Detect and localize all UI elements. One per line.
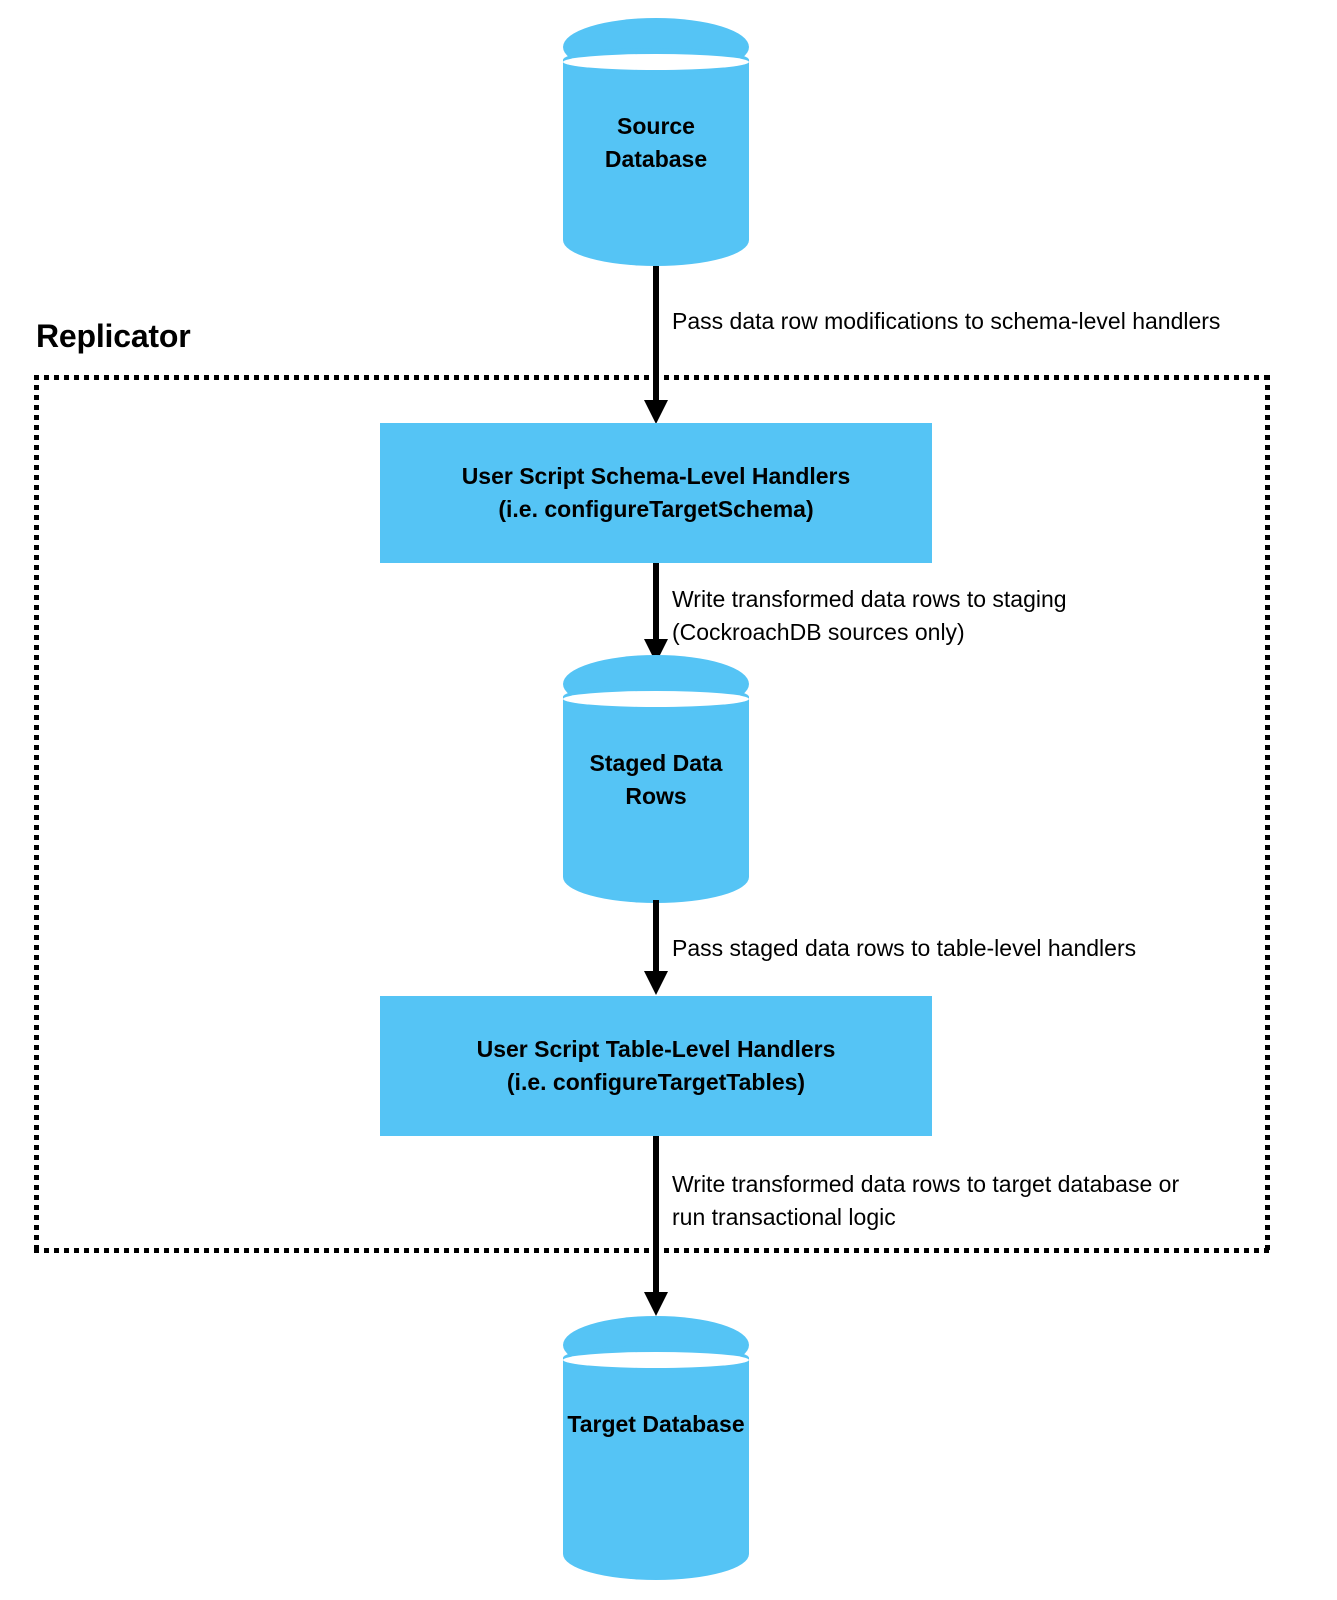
- cylinder-body: [563, 60, 749, 266]
- node-target-database-label: Target Database: [567, 1411, 745, 1437]
- replicator-container-label: Replicator: [36, 318, 191, 354]
- node-staged-data-rows-label: Staged Data Rows: [589, 750, 723, 809]
- node-target-database: Target Database: [563, 1316, 749, 1580]
- node-table-level-handlers: User Script Table-Level Handlers (i.e. c…: [380, 996, 932, 1136]
- edge-label-source-to-schema-handlers: Pass data row modifications to schema-le…: [672, 308, 1221, 334]
- arrow-shaft: [653, 900, 659, 977]
- node-source-database-label: Source Database: [604, 113, 708, 172]
- cylinder-body: [563, 697, 749, 903]
- cylinder-gap: [563, 54, 749, 70]
- edge-label-table-handlers-to-target-database: Write transformed data rows to target da…: [672, 1171, 1180, 1230]
- arrow-schema-handlers-to-staged-rows: [641, 563, 671, 663]
- cylinder-gap: [563, 1352, 749, 1368]
- boundary-edge-left: [34, 375, 39, 1253]
- arrow-shaft: [653, 563, 659, 645]
- node-staged-data-rows: Staged Data Rows: [563, 655, 749, 903]
- arrow-shaft: [653, 1136, 659, 1298]
- arrow-shaft: [653, 266, 659, 406]
- arrow-staged-rows-to-table-handlers: [641, 900, 671, 995]
- boundary-edge-right: [1265, 375, 1270, 1253]
- node-source-database: Source Database: [563, 18, 749, 266]
- node-schema-level-handlers: User Script Schema-Level Handlers (i.e. …: [380, 423, 932, 563]
- arrow-head: [644, 971, 668, 995]
- cylinder-gap: [563, 691, 749, 707]
- arrow-head: [644, 400, 668, 424]
- arrow-table-handlers-to-target-database: [641, 1136, 671, 1316]
- edge-label-staged-rows-to-table-handlers: Pass staged data rows to table-level han…: [672, 935, 1137, 961]
- node-table-level-handlers-label: User Script Table-Level Handlers (i.e. c…: [476, 1036, 836, 1095]
- node-schema-level-handlers-label: User Script Schema-Level Handlers (i.e. …: [461, 463, 851, 522]
- cylinder-body: [563, 1358, 749, 1580]
- arrow-source-to-schema-handlers: [641, 266, 671, 424]
- arrow-head: [644, 1292, 668, 1316]
- edge-label-schema-handlers-to-staged-rows: Write transformed data rows to staging (…: [672, 586, 1067, 645]
